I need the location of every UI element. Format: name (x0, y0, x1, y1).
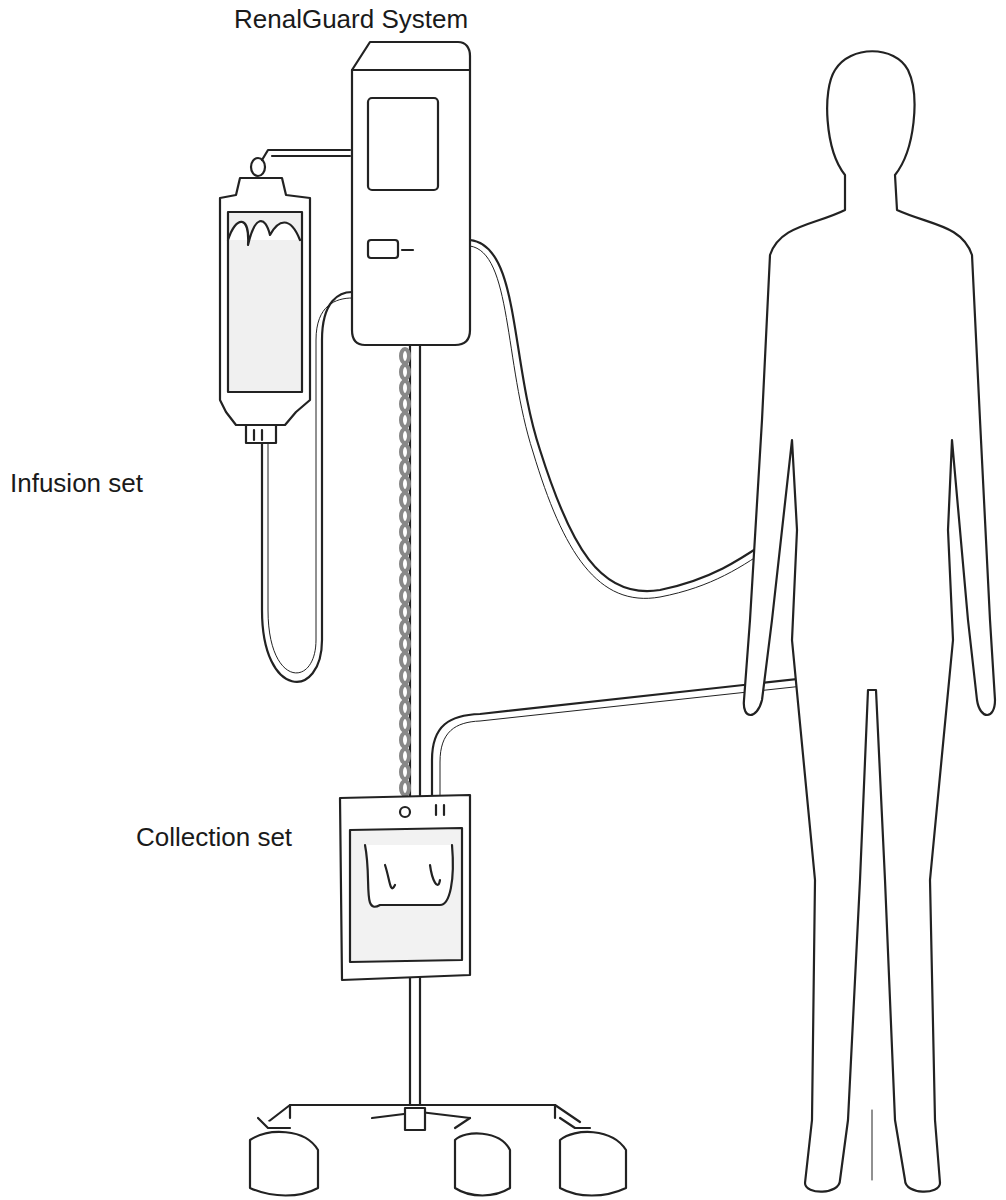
chain-link (401, 637, 409, 651)
device-label: RenalGuard System (232, 4, 470, 35)
infusion-tube-inner (268, 298, 352, 673)
pole-base (250, 1105, 626, 1196)
infusion-bag (220, 178, 310, 443)
chain-link (401, 349, 409, 363)
chain-link (401, 413, 409, 427)
chain-link (401, 445, 409, 459)
chain-link (401, 589, 409, 603)
collection-bag (340, 795, 470, 980)
leg-gap (872, 1110, 873, 1180)
part-label: Collection set (134, 822, 294, 853)
chain-link (401, 621, 409, 635)
chain-link (401, 733, 409, 747)
part-label: Infusion set (8, 468, 145, 499)
chain-link (401, 685, 409, 699)
chain-link (401, 493, 409, 507)
chain-link (401, 509, 409, 523)
iv-line (470, 240, 772, 591)
chain-link (401, 669, 409, 683)
chain-link (401, 461, 409, 475)
chain-link (401, 365, 409, 379)
chain-link (401, 541, 409, 555)
chain-link (401, 765, 409, 779)
chain-link (401, 717, 409, 731)
patient-silhouette (744, 51, 995, 1191)
chain (401, 349, 409, 811)
renalguard-console (352, 42, 470, 345)
iv-line-inner (470, 246, 775, 598)
chain-link (401, 605, 409, 619)
chain-link (401, 573, 409, 587)
chain-link (401, 557, 409, 571)
chain-link (401, 749, 409, 763)
chain-link (401, 525, 409, 539)
infusion-tube (262, 292, 352, 682)
chain-link (401, 477, 409, 491)
chain-link (401, 781, 409, 795)
chain-link (401, 429, 409, 443)
chain-link (401, 397, 409, 411)
chain-link (401, 381, 409, 395)
iv-pole (410, 345, 420, 1115)
bag-hanger (251, 150, 350, 176)
chain-link (401, 653, 409, 667)
chain-link (401, 701, 409, 715)
